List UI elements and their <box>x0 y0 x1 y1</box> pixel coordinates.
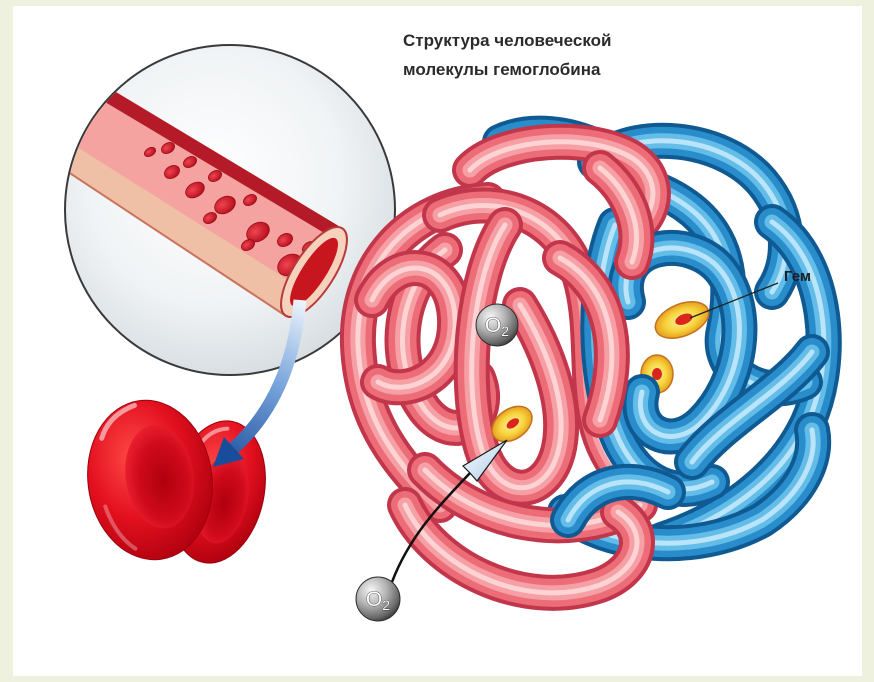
diagram-title-line-2: молекулы гемоглобина <box>403 60 601 79</box>
oxygen-symbol: O <box>485 314 501 337</box>
oxygen-subscript: 2 <box>501 323 509 339</box>
heme-label: Гем <box>784 268 811 285</box>
oxygen-symbol: O <box>366 588 382 611</box>
oxygen-subscript: 2 <box>382 597 390 613</box>
oxygen-molecule-bound: O2 <box>476 304 518 346</box>
diagram-title-line-1: Структура человеческой <box>403 31 611 50</box>
oxygen-molecule-free: O2 <box>356 577 400 621</box>
